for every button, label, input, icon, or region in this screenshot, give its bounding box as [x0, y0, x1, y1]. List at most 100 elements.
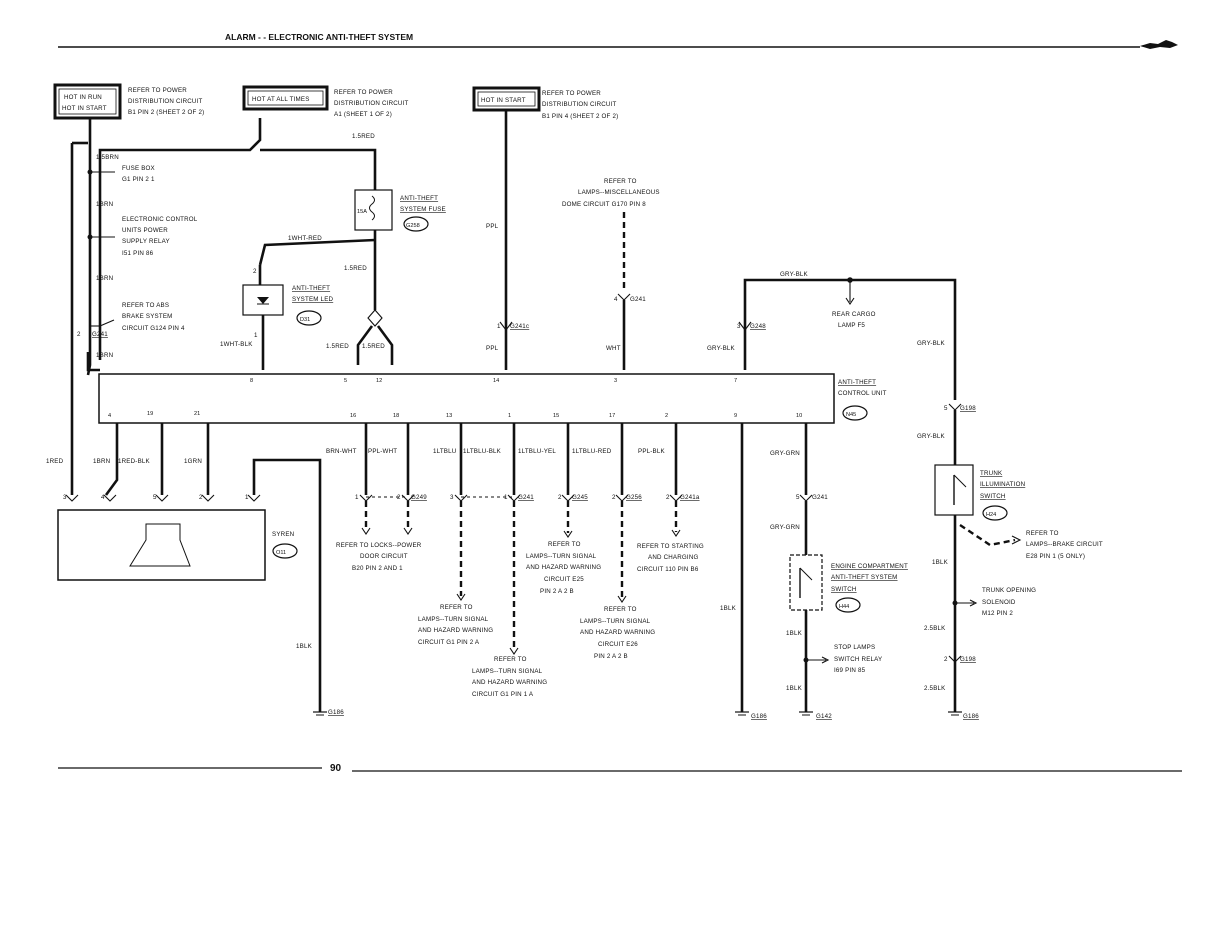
svg-text:REFER TO: REFER TO [494, 656, 527, 663]
wire-label: 1WHT-BLK [220, 341, 253, 348]
ref-rear-cargo-lamp: REAR CARGO LAMP F5 [832, 311, 876, 329]
svg-text:7: 7 [734, 378, 737, 384]
connector-label: G245 [572, 494, 588, 501]
svg-text:14: 14 [493, 378, 499, 384]
svg-text:HOT IN RUN: HOT IN RUN [64, 94, 102, 101]
fuse-name: ANTI-THEFT [400, 195, 438, 202]
ref-turn-signal-e25: REFER TO LAMPS--TURN SIGNAL AND HAZARD W… [526, 541, 601, 595]
brand-logo-icon [1140, 40, 1178, 49]
wire-label: PPL-WHT [368, 448, 397, 455]
ppl-start-feed [499, 110, 513, 370]
ref-turn-signal-g1-pin2: REFER TO LAMPS--TURN SIGNAL AND HAZARD W… [418, 604, 493, 646]
wire-label: PPL [486, 345, 499, 352]
svg-text:DOME CIRCUIT G170 PIN 8: DOME CIRCUIT G170 PIN 8 [562, 201, 646, 208]
svg-text:BRAKE SYSTEM: BRAKE SYSTEM [122, 313, 173, 320]
svg-text:REFER TO: REFER TO [1026, 530, 1059, 537]
wire-label: WHT [606, 345, 621, 352]
svg-text:DISTRIBUTION CIRCUIT: DISTRIBUTION CIRCUIT [128, 98, 202, 105]
svg-text:LAMPS--MISCELLANEOUS: LAMPS--MISCELLANEOUS [578, 189, 660, 196]
wire-label: GRY-GRN [770, 524, 800, 531]
engine-switch-name: ANTI-THEFT SYSTEM [831, 574, 898, 581]
dome-wire [617, 212, 631, 370]
connector-pin: 3 [450, 494, 454, 501]
svg-text:D31: D31 [300, 317, 310, 323]
svg-text:19: 19 [147, 411, 153, 417]
svg-text:REFER TO: REFER TO [604, 178, 637, 185]
svg-text:B1 PIN 4 (SHEET 2 OF 2): B1 PIN 4 (SHEET 2 OF 2) [542, 113, 618, 120]
svg-text:CIRCUIT G1 PIN 1 A: CIRCUIT G1 PIN 1 A [472, 691, 534, 698]
wire-label: 1LTBLU-YEL [518, 448, 556, 455]
svg-text:FUSE BOX: FUSE BOX [122, 165, 155, 172]
svg-text:CIRCUIT G1 PIN 2 A: CIRCUIT G1 PIN 2 A [418, 639, 480, 646]
power-source-hot-at-all-times: HOT AT ALL TIMES [242, 85, 329, 111]
connector-pin: 2 [558, 494, 562, 501]
anti-theft-control-unit [98, 373, 835, 424]
wire-label: 1RED [46, 458, 64, 465]
svg-text:3: 3 [63, 494, 67, 501]
control-unit-name: CONTROL UNIT [838, 390, 887, 397]
svg-text:REAR CARGO: REAR CARGO [832, 311, 876, 318]
svg-text:M12 PIN 2: M12 PIN 2 [982, 610, 1013, 617]
control-unit-name: ANTI-THEFT [838, 379, 876, 386]
connector-label: G256 [626, 494, 642, 501]
svg-text:2: 2 [199, 494, 203, 501]
svg-text:5: 5 [344, 378, 347, 384]
wire-label: 1BLK [786, 685, 803, 692]
svg-text:DISTRIBUTION CIRCUIT: DISTRIBUTION CIRCUIT [334, 100, 408, 107]
left-feed-wires [70, 118, 262, 495]
svg-text:G1 PIN 2 1: G1 PIN 2 1 [122, 176, 155, 183]
svg-text:HOT IN START: HOT IN START [62, 105, 107, 112]
svg-text:E28 PIN 1 (5 ONLY): E28 PIN 1 (5 ONLY) [1026, 553, 1085, 560]
svg-text:HOT IN START: HOT IN START [481, 97, 526, 104]
svg-text:LAMPS--TURN SIGNAL: LAMPS--TURN SIGNAL [418, 616, 489, 623]
ref-turn-signal-g1-pin1: REFER TO LAMPS--TURN SIGNAL AND HAZARD W… [472, 656, 547, 698]
svg-text:LAMPS--TURN SIGNAL: LAMPS--TURN SIGNAL [580, 618, 651, 625]
svg-text:AND HAZARD WARNING: AND HAZARD WARNING [580, 629, 655, 636]
wire-label: GRY-BLK [780, 271, 809, 278]
wire-label: 1LTBLU-RED [572, 448, 612, 455]
svg-text:PIN 2 A 2 B: PIN 2 A 2 B [594, 653, 628, 660]
svg-text:CIRCUIT 110 PIN B6: CIRCUIT 110 PIN B6 [637, 566, 699, 573]
svg-text:LAMPS--BRAKE CIRCUIT: LAMPS--BRAKE CIRCUIT [1026, 541, 1103, 548]
ground-label: G142 [816, 713, 832, 720]
power-source-hot-in-run: HOT IN RUN HOT IN START [53, 83, 122, 120]
svg-text:TRUNK OPENING: TRUNK OPENING [982, 587, 1036, 594]
trunk-switch-name: ILLUMINATION [980, 481, 1025, 488]
svg-text:I69 PIN 85: I69 PIN 85 [834, 667, 866, 674]
svg-text:B20 PIN 2 AND 1: B20 PIN 2 AND 1 [352, 565, 403, 572]
svg-text:1: 1 [254, 332, 258, 339]
connector-pin: 4 [614, 296, 618, 303]
connector-pin: 2 [944, 656, 948, 663]
svg-text:3: 3 [614, 378, 617, 384]
ref-power-distribution-1: REFER TO POWER DISTRIBUTION CIRCUIT B1 P… [128, 87, 204, 116]
syren-name: SYREN [272, 531, 294, 538]
wire-label: 1RED-BLK [118, 458, 151, 465]
connector-pin: 1 [497, 323, 501, 330]
wire-label: 1.5RED [362, 343, 385, 350]
control-unit-bottom-pins: 4 19 21 16 18 13 1 15 17 2 9 10 [108, 411, 802, 419]
fuse-name: SYSTEM FUSE [400, 206, 446, 213]
svg-text:4: 4 [108, 413, 111, 419]
svg-text:ELECTRONIC CONTROL: ELECTRONIC CONTROL [122, 216, 198, 223]
engine-switch-code-badge: H44 [835, 597, 861, 613]
wire-label: 1.5BRN [96, 154, 119, 161]
wire-label: 1BLK [720, 605, 737, 612]
svg-text:LAMPS--TURN SIGNAL: LAMPS--TURN SIGNAL [526, 553, 597, 560]
connector-pin: 1 [504, 494, 508, 501]
wire-label: 1.5RED [352, 133, 375, 140]
connector-label: G241a [680, 494, 700, 501]
wire-label: 1LTBLU [433, 448, 456, 455]
gry-blk-wiring [738, 277, 962, 465]
svg-text:SOLENOID: SOLENOID [982, 599, 1016, 606]
wire-label: 1BRN [96, 352, 113, 359]
svg-text:AND HAZARD WARNING: AND HAZARD WARNING [526, 564, 601, 571]
svg-text:4: 4 [101, 494, 105, 501]
wire-label: 1BRN [96, 201, 113, 208]
svg-text:16: 16 [350, 413, 356, 419]
wire-label: GRY-GRN [770, 450, 800, 457]
svg-text:G258: G258 [406, 223, 420, 229]
connector-pin: 2 [666, 494, 670, 501]
svg-text:DISTRIBUTION CIRCUIT: DISTRIBUTION CIRCUIT [542, 101, 616, 108]
svg-text:LAMP F5: LAMP F5 [838, 322, 865, 329]
